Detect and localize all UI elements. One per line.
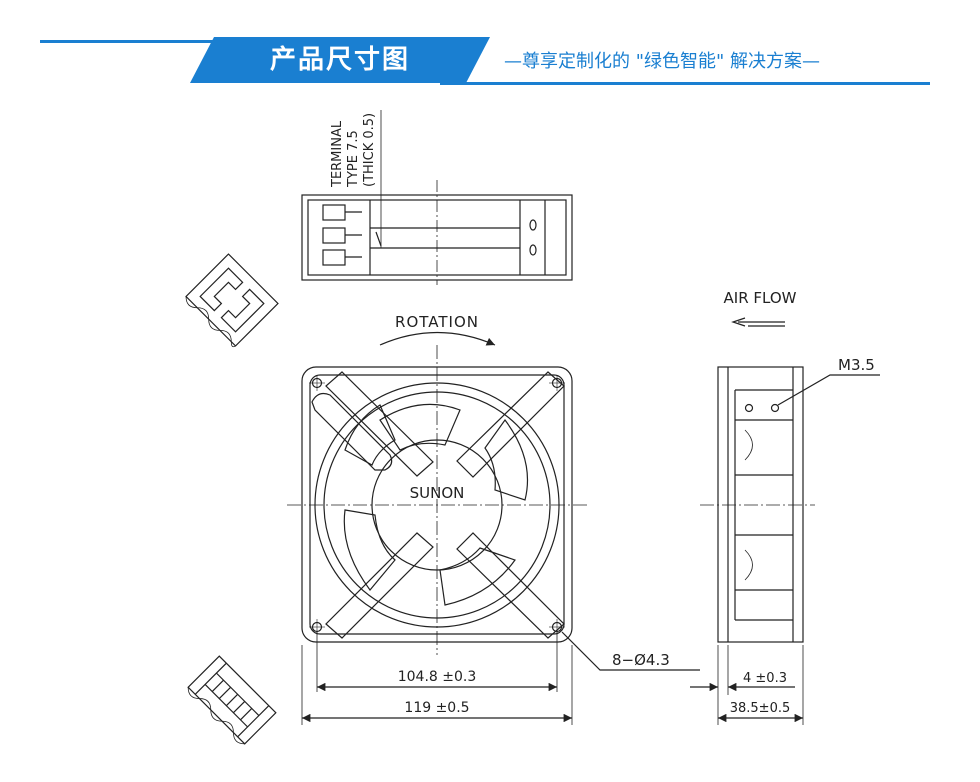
side-dimensions xyxy=(690,645,804,725)
dim-rib-label: 4 ±0.3 xyxy=(743,671,787,686)
screw-label: M3.5 xyxy=(838,356,875,374)
hole-leader xyxy=(561,631,700,671)
dim-inner-label: 104.8 ±0.3 xyxy=(398,669,477,685)
terminal-detail-upper xyxy=(185,253,279,348)
screw-leader xyxy=(777,374,880,406)
header-rule-left xyxy=(40,40,250,43)
airflow-arrow xyxy=(731,317,785,327)
terminal-note: TERMINAL TYPE 7.5 (THICK 0.5) xyxy=(330,113,377,188)
rotation-label: ROTATION xyxy=(395,313,479,331)
side-view xyxy=(700,366,815,643)
page-title: 产品尺寸图 xyxy=(269,45,410,75)
dim-depth-label: 38.5±0.5 xyxy=(730,701,791,716)
terminal-note-line1: TERMINAL xyxy=(330,120,345,188)
front-dimensions xyxy=(301,632,573,725)
page-subtitle: —尊享定制化的 "绿色智能" 解决方案— xyxy=(504,51,821,72)
hole-label: 8−Ø4.3 xyxy=(612,651,670,669)
brand-label: SUNON xyxy=(410,484,465,502)
top-view xyxy=(301,110,573,285)
title-banner xyxy=(190,37,490,83)
front-view xyxy=(287,345,590,655)
dim-outer-label: 119 ±0.5 xyxy=(404,700,469,716)
terminal-note-line3: (THICK 0.5) xyxy=(362,113,377,187)
header-rule-right xyxy=(440,82,930,85)
rotation-arrow xyxy=(379,331,496,346)
airflow-label: AIR FLOW xyxy=(724,289,797,307)
terminal-note-line2: TYPE 7.5 xyxy=(346,130,361,188)
terminal-detail-lower xyxy=(187,655,277,745)
